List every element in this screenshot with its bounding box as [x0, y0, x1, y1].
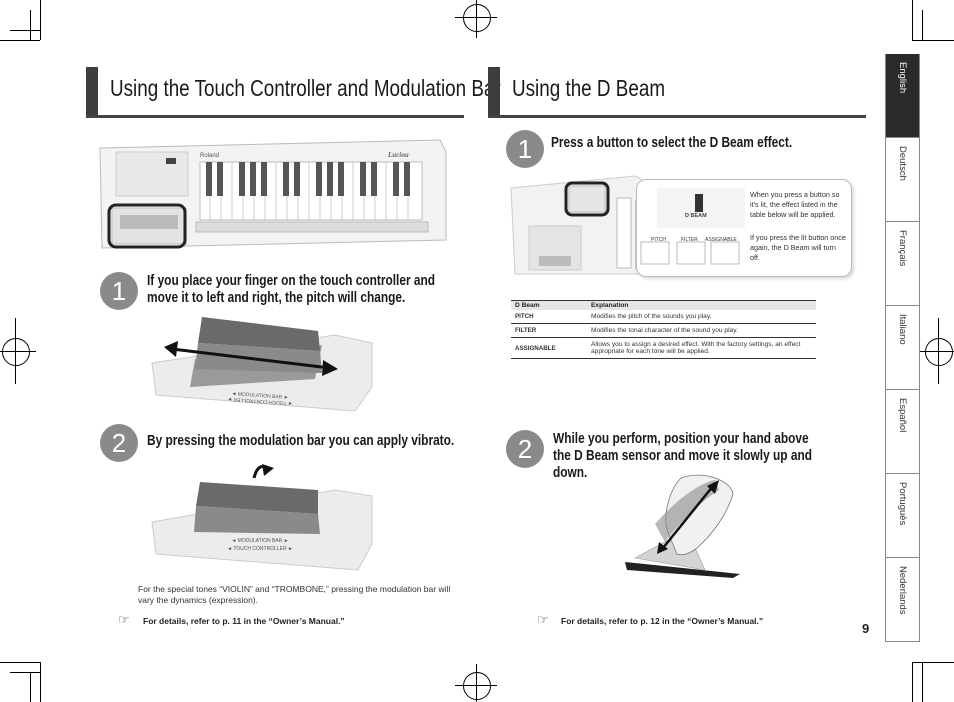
- tab-portugues[interactable]: Português: [885, 474, 920, 558]
- tab-nederlands[interactable]: Nederlands: [885, 558, 920, 642]
- touch-controller-illustration: ◄ MODULATION BAR ► ◄ TOUCH CONTROLLER ►: [151, 317, 373, 412]
- keyboard-illustration: Roland Lucina: [99, 139, 447, 249]
- crop-mark: [912, 40, 954, 41]
- tab-label: Português: [897, 482, 908, 526]
- registration-mark: [2, 338, 30, 366]
- crop-mark: [0, 662, 40, 663]
- registration-line: [0, 351, 36, 352]
- registration-line: [476, 664, 477, 702]
- dbeam-button-closeup: [640, 188, 745, 265]
- left-step-1-text: If you place your finger on the touch co…: [147, 273, 436, 306]
- crop-mark: [40, 0, 41, 40]
- table-header-row: D Beam Explanation: [511, 300, 816, 310]
- tab-label: English: [897, 62, 908, 94]
- registration-line: [938, 318, 939, 384]
- highlight-box: [107, 203, 187, 249]
- step-1-number: 1: [100, 272, 138, 310]
- dbeam-highlight-box: [564, 181, 610, 217]
- step-1-number: 1: [506, 130, 544, 168]
- step-2-number: 2: [100, 424, 138, 462]
- table-row: PITCH Modifies the pitch of the sounds y…: [511, 310, 816, 324]
- crop-mark: [0, 40, 40, 41]
- tab-italiano[interactable]: Italiano: [885, 306, 920, 390]
- table-cell-key: ASSIGNABLE: [511, 337, 587, 359]
- left-section-title: Using the Touch Controller and Modulatio…: [110, 75, 501, 101]
- touch-controller-label: ◄ TOUCH CONTROLLER ►: [227, 546, 293, 552]
- registration-mark: [925, 338, 953, 366]
- callout-text-1: When you press a button so it’s lit, the…: [750, 190, 840, 219]
- tab-label: Italiano: [897, 314, 908, 345]
- table-header-dbeam: D Beam: [511, 300, 587, 310]
- hand-dbeam-illustration: [625, 474, 740, 578]
- right-section-header: Using the D Beam: [488, 67, 866, 118]
- logo-text: Lucina: [387, 151, 409, 159]
- brand-text: Roland: [200, 153, 219, 159]
- header-bar: [488, 67, 500, 115]
- left-section-header: Using the Touch Controller and Modulatio…: [86, 67, 501, 118]
- crop-mark: [922, 662, 923, 702]
- registration-line: [15, 318, 16, 384]
- table-cell-key: PITCH: [511, 310, 587, 324]
- right-section-title: Using the D Beam: [512, 75, 666, 101]
- crop-mark: [40, 662, 41, 702]
- table-cell-key: FILTER: [511, 323, 587, 338]
- crop-mark: [10, 30, 40, 31]
- tab-label: Español: [897, 398, 908, 433]
- tab-deutsch[interactable]: Deutsch: [885, 138, 920, 222]
- registration-line: [918, 351, 954, 352]
- pitch-button-label: PITCH: [651, 237, 666, 243]
- table-cell-value: Allows you to assign a desired effect. W…: [587, 337, 816, 359]
- filter-button-label: FILTER: [681, 237, 698, 243]
- page-number: 9: [862, 621, 870, 636]
- pointing-hand-icon: ☞: [118, 612, 130, 627]
- dbeam-table: D Beam Explanation PITCH Modifies the pi…: [511, 300, 816, 359]
- left-reference: For details, refer to p. 11 in the “Owne…: [143, 616, 345, 626]
- tab-label: Français: [897, 230, 908, 267]
- crop-mark: [912, 662, 913, 702]
- piano-keys: [199, 161, 423, 221]
- right-step-1-text: Press a button to select the D Beam effe…: [551, 135, 793, 151]
- dbeam-callout: D BEAM PITCH FILTER ASSIGNABLE When you …: [636, 179, 852, 277]
- modulation-bar-label: ◄ MODULATION BAR ►: [231, 538, 288, 544]
- table-row: FILTER Modifies the tonal character of t…: [511, 323, 816, 338]
- tab-espanol[interactable]: Español: [885, 390, 920, 474]
- callout-text-2: If you press the lit button once again, …: [750, 233, 846, 262]
- crop-mark: [30, 672, 31, 702]
- dbeam-label: D BEAM: [685, 213, 707, 219]
- registration-mark: [463, 4, 491, 32]
- dbeam-panel-illustration: [510, 175, 644, 275]
- table-header-explanation: Explanation: [587, 300, 816, 310]
- registration-line: [476, 0, 477, 38]
- header-bar: [86, 67, 98, 115]
- registration-mark: [463, 672, 491, 700]
- table-row: ASSIGNABLE Allows you to assign a desire…: [511, 337, 816, 359]
- crop-mark: [10, 672, 40, 673]
- left-step-2-text: By pressing the modulation bar you can a…: [147, 433, 455, 449]
- right-step-2-text: While you perform, position your hand ab…: [553, 431, 813, 481]
- modulation-bar-illustration: ◄ MODULATION BAR ► ◄ TOUCH CONTROLLER ►: [151, 464, 373, 571]
- tab-english[interactable]: English: [885, 54, 920, 138]
- crop-mark: [30, 10, 31, 40]
- crop-mark: [912, 662, 954, 663]
- tab-francais[interactable]: Français: [885, 222, 920, 306]
- touch-controller-label: ◄ TOUCH CONTROLLER ►: [227, 396, 293, 407]
- pointing-hand-icon: ☞: [537, 612, 549, 627]
- modulation-bar-label: ◄ MODULATION BAR ►: [231, 391, 289, 401]
- step-2-number: 2: [506, 430, 544, 468]
- tab-label: Nederlands: [897, 566, 908, 615]
- right-reference: For details, refer to p. 12 in the “Owne…: [561, 616, 764, 626]
- table-cell-value: Modifies the tonal character of the soun…: [587, 323, 816, 338]
- tab-label: Deutsch: [897, 146, 908, 181]
- crop-mark: [912, 0, 913, 40]
- assignable-button-label: ASSIGNABLE: [705, 237, 737, 243]
- special-tones-note: For the special tones “VIOLIN” and “TROM…: [138, 584, 451, 605]
- table-cell-value: Modifies the pitch of the sounds you pla…: [587, 310, 816, 324]
- crop-mark: [922, 10, 923, 40]
